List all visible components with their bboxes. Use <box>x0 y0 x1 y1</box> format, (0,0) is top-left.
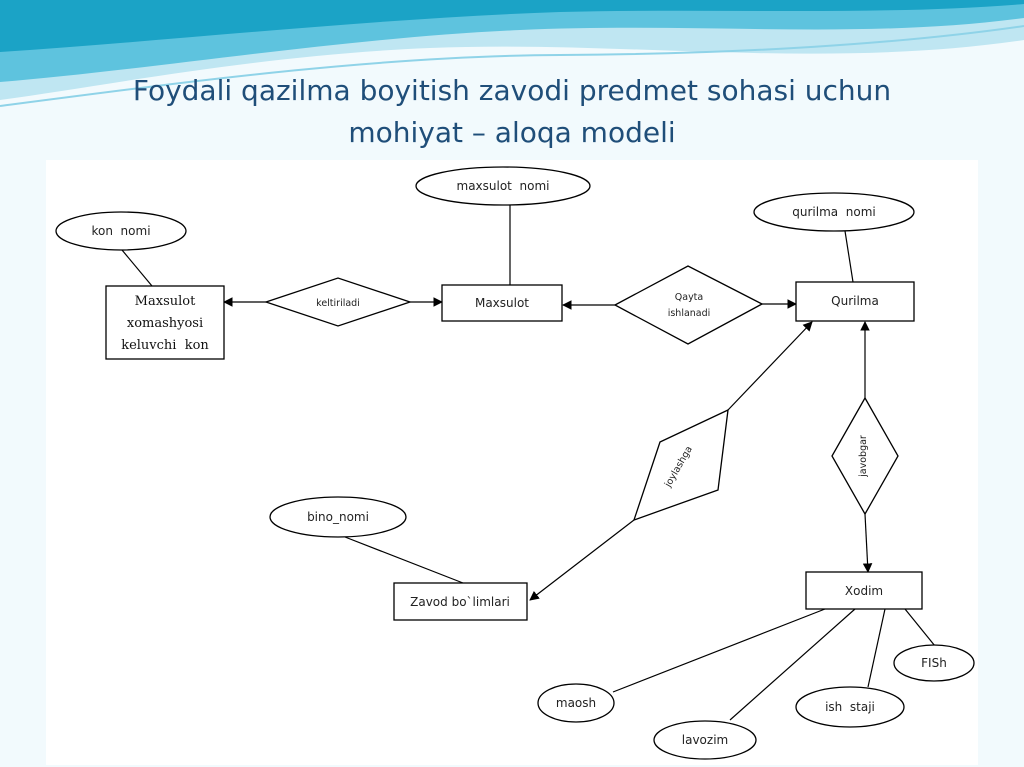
entity-xodim: Xodim <box>805 571 923 610</box>
entity-maxsulot-label: Maxsulot <box>475 296 529 310</box>
entity-qurilma: Qurilma <box>795 281 915 322</box>
attribute-fish-label: FISh <box>921 656 947 670</box>
entity-qurilma-label: Qurilma <box>831 294 879 308</box>
entity-kon-label-3: keluvchi kon <box>121 338 209 353</box>
relationship-javobgar-label: javobgar <box>858 435 869 478</box>
attribute-maxsulot-nomi-label: maxsulot nomi <box>457 179 550 193</box>
er-diagram-panel: kon nomi maxsulot nomi qurilma nomi bino… <box>46 160 978 765</box>
er-diagram: kon nomi maxsulot nomi qurilma nomi bino… <box>55 166 975 760</box>
relationship-keltiriladi: keltiriladi <box>263 277 413 327</box>
attribute-maxsulot-nomi: maxsulot nomi <box>415 166 591 206</box>
attribute-lavozim-label: lavozim <box>682 733 728 747</box>
attribute-kon-nomi: kon nomi <box>55 211 187 251</box>
attribute-maosh: maosh <box>537 683 615 723</box>
attribute-ish-staji-label: ish staji <box>825 700 875 714</box>
header-wave-dark <box>0 0 1024 52</box>
relationship-joylashga: joylashga <box>632 408 729 522</box>
fish-edge <box>904 608 936 647</box>
bino-nomi-edge <box>344 536 464 584</box>
slide-title-line-2: mohiyat – aloqa modeli <box>348 116 676 149</box>
attribute-bino-nomi-label: bino_nomi <box>307 510 369 524</box>
relationship-qayta-label-2: ishlanadi <box>668 308 711 319</box>
qurilma-nomi-edge <box>844 230 854 283</box>
javobgar-xodim-edge <box>862 513 873 573</box>
slide-title: Foydali qazilma boyitish zavodi predmet … <box>60 70 964 154</box>
joylashga-zavod-edge <box>529 519 635 601</box>
slide-title-line-1: Foydali qazilma boyitish zavodi predmet … <box>132 74 892 107</box>
relationship-qayta-label-1: Qayta <box>675 292 703 303</box>
entity-kon-label-1: Maxsulot <box>135 294 196 309</box>
entity-kon-label-2: xomashyosi <box>127 316 203 331</box>
entity-zavod-bolimlari-label: Zavod bo`limlari <box>410 595 510 609</box>
entity-zavod-bolimlari: Zavod bo`limlari <box>393 582 528 621</box>
attribute-lavozim: lavozim <box>653 720 757 760</box>
relationship-keltiriladi-label: keltiriladi <box>316 298 360 309</box>
attribute-qurilma-nomi-label: qurilma nomi <box>792 205 875 219</box>
attribute-qurilma-nomi: qurilma nomi <box>753 192 915 232</box>
kon-nomi-edge <box>121 249 153 287</box>
relationship-javobgar: javobgar <box>831 396 899 516</box>
attribute-maosh-label: maosh <box>556 696 596 710</box>
entity-maxsulot: Maxsulot <box>441 284 563 322</box>
joylashga-qurilma-edge <box>727 321 813 411</box>
header-wave-line <box>0 25 1024 107</box>
lavozim-edge <box>729 608 856 721</box>
ish-staji-edge <box>867 608 886 688</box>
attribute-ish-staji: ish staji <box>795 686 905 728</box>
maosh-edge <box>612 608 826 693</box>
attribute-kon-nomi-label: kon nomi <box>91 224 150 238</box>
entity-xodim-label: Xodim <box>845 584 883 598</box>
entity-kon: Maxsulot xomashyosi keluvchi kon <box>105 285 225 360</box>
attribute-fish: FISh <box>893 644 975 682</box>
attribute-bino-nomi: bino_nomi <box>269 496 407 538</box>
relationship-qayta-ishlanadi: Qayta ishlanadi <box>613 265 764 345</box>
